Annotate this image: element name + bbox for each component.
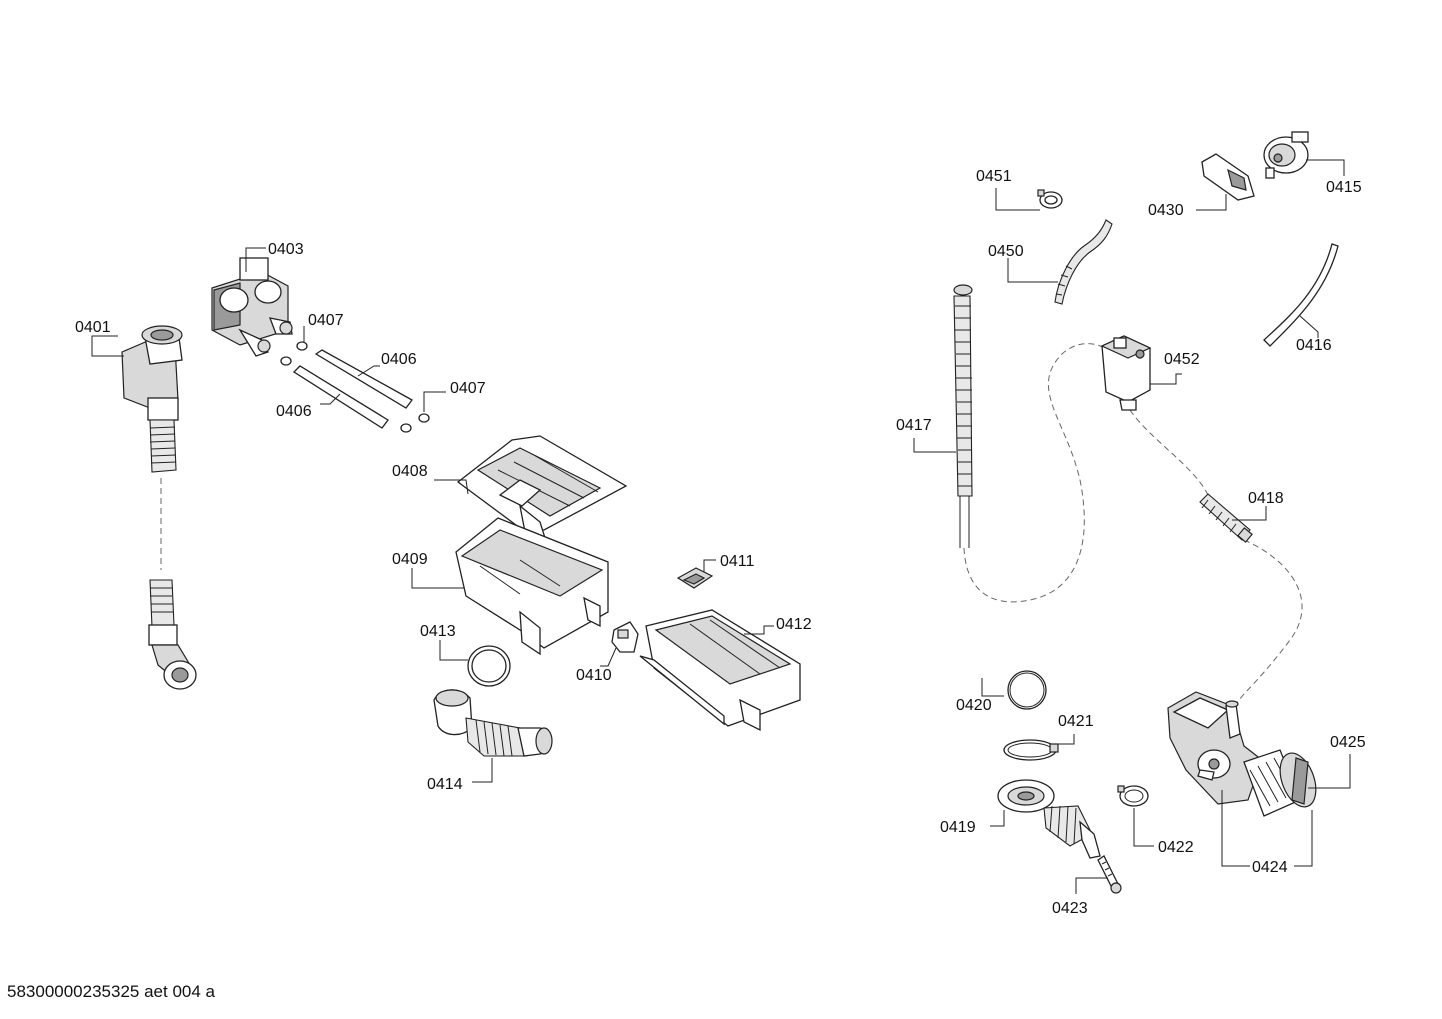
part-0422-hose-clamp[interactable] (1117, 785, 1149, 807)
leader-0408 (434, 479, 469, 495)
label-0401: 0401 (75, 319, 111, 336)
label-0423: 0423 (1052, 900, 1088, 917)
leader-0430 (1196, 194, 1227, 211)
leader-0406a (357, 365, 380, 377)
part-0425-pump-filter[interactable] (1243, 748, 1323, 817)
label-0415: 0415 (1326, 179, 1362, 196)
part-0408-dispenser-cover[interactable] (456, 435, 628, 539)
part-0430-connector[interactable] (1201, 153, 1255, 201)
leader-0451 (995, 188, 1040, 211)
label-0407a: 0407 (308, 312, 344, 329)
part-0415-pressure-switch[interactable] (1263, 131, 1309, 179)
leader-0415 (1306, 159, 1345, 176)
label-0450: 0450 (988, 243, 1024, 260)
part-0401-hose-end[interactable] (148, 579, 197, 690)
part-0401-inlet-connector[interactable] (121, 325, 183, 473)
dash-route-drain (963, 343, 1105, 603)
leader-0403 (245, 247, 266, 272)
dash-route-chamber (1129, 409, 1211, 501)
label-0411: 0411 (720, 553, 755, 570)
part-0416-pressure-tube[interactable] (1263, 243, 1339, 347)
label-0451: 0451 (976, 168, 1012, 185)
label-0406a: 0406 (381, 351, 417, 368)
label-0414: 0414 (427, 776, 463, 793)
part-0411-flap[interactable] (676, 567, 714, 589)
part-0419-drain-bellows[interactable] (997, 779, 1101, 859)
leader-0450 (1007, 258, 1058, 283)
leader-0424b (1294, 810, 1313, 867)
leader-0406b (320, 393, 341, 405)
label-0407b: 0407 (450, 380, 486, 397)
part-0412-detergent-drawer[interactable] (639, 609, 801, 732)
leader-0413 (439, 640, 468, 661)
label-0413: 0413 (420, 623, 456, 640)
part-0418-corrugated-hose[interactable] (1199, 493, 1253, 543)
part-0413-seal-ring[interactable] (467, 645, 511, 687)
leader-0416 (1299, 315, 1319, 338)
leader-0417 (913, 438, 956, 453)
label-0422: 0422 (1158, 839, 1194, 856)
label-0408: 0408 (392, 463, 428, 480)
label-0452: 0452 (1164, 351, 1200, 368)
label-0416: 0416 (1296, 337, 1332, 354)
label-0424: 0424 (1252, 859, 1288, 876)
drawing-id: 58300000235325 aet 004 a (7, 982, 216, 1001)
part-0406-connecting-hoses[interactable] (292, 349, 413, 429)
dash-route-pump (1235, 539, 1303, 705)
label-0406b: 0406 (276, 403, 312, 420)
part-0423-screw[interactable] (1097, 855, 1122, 894)
label-0410: 0410 (576, 667, 612, 684)
label-0425: 0425 (1330, 734, 1366, 751)
leader-0407b (423, 391, 446, 412)
label-0430: 0430 (1148, 202, 1184, 219)
leader-0419 (990, 810, 1005, 827)
leader-0425 (1308, 754, 1351, 789)
leader-0410 (600, 647, 617, 667)
leader-0414 (472, 758, 493, 783)
label-0403: 0403 (268, 241, 304, 258)
label-0412: 0412 (776, 616, 812, 633)
leader-0423 (1075, 877, 1108, 894)
part-0414-bellows-hose[interactable] (433, 689, 553, 757)
part-0420-o-ring[interactable] (1007, 670, 1047, 710)
leader-0424a (1221, 790, 1250, 867)
leader-0422 (1133, 808, 1154, 847)
label-0417: 0417 (896, 417, 932, 434)
part-0417-drain-hose[interactable] (953, 284, 973, 548)
part-0450-hose[interactable] (1054, 219, 1113, 305)
leader-0401 (91, 335, 124, 357)
label-0421: 0421 (1058, 713, 1094, 730)
leader-0421 (1050, 734, 1075, 745)
part-0407-hose-clamps-upper[interactable] (280, 341, 308, 366)
leader-0420 (981, 678, 1004, 697)
part-0407-hose-clamps-lower[interactable] (400, 413, 430, 433)
leader-0452 (1150, 373, 1182, 385)
leader-0418 (1232, 506, 1267, 521)
label-0409: 0409 (392, 551, 428, 568)
part-0451-hose-clamp[interactable] (1037, 189, 1063, 209)
label-0420: 0420 (956, 697, 992, 714)
leader-0412 (744, 625, 774, 635)
part-0410-clip[interactable] (611, 621, 639, 653)
part-0421-hose-clamp[interactable] (1003, 739, 1059, 761)
label-0419: 0419 (940, 819, 976, 836)
label-0418: 0418 (1248, 490, 1284, 507)
part-0409-dispenser-housing[interactable] (455, 517, 609, 656)
part-0452-air-chamber[interactable] (1100, 335, 1152, 411)
part-0403-inlet-valve[interactable] (211, 257, 293, 357)
part-0424-drain-pump[interactable] (1167, 691, 1263, 805)
leader-0409 (411, 568, 464, 589)
leader-0411 (703, 559, 716, 572)
